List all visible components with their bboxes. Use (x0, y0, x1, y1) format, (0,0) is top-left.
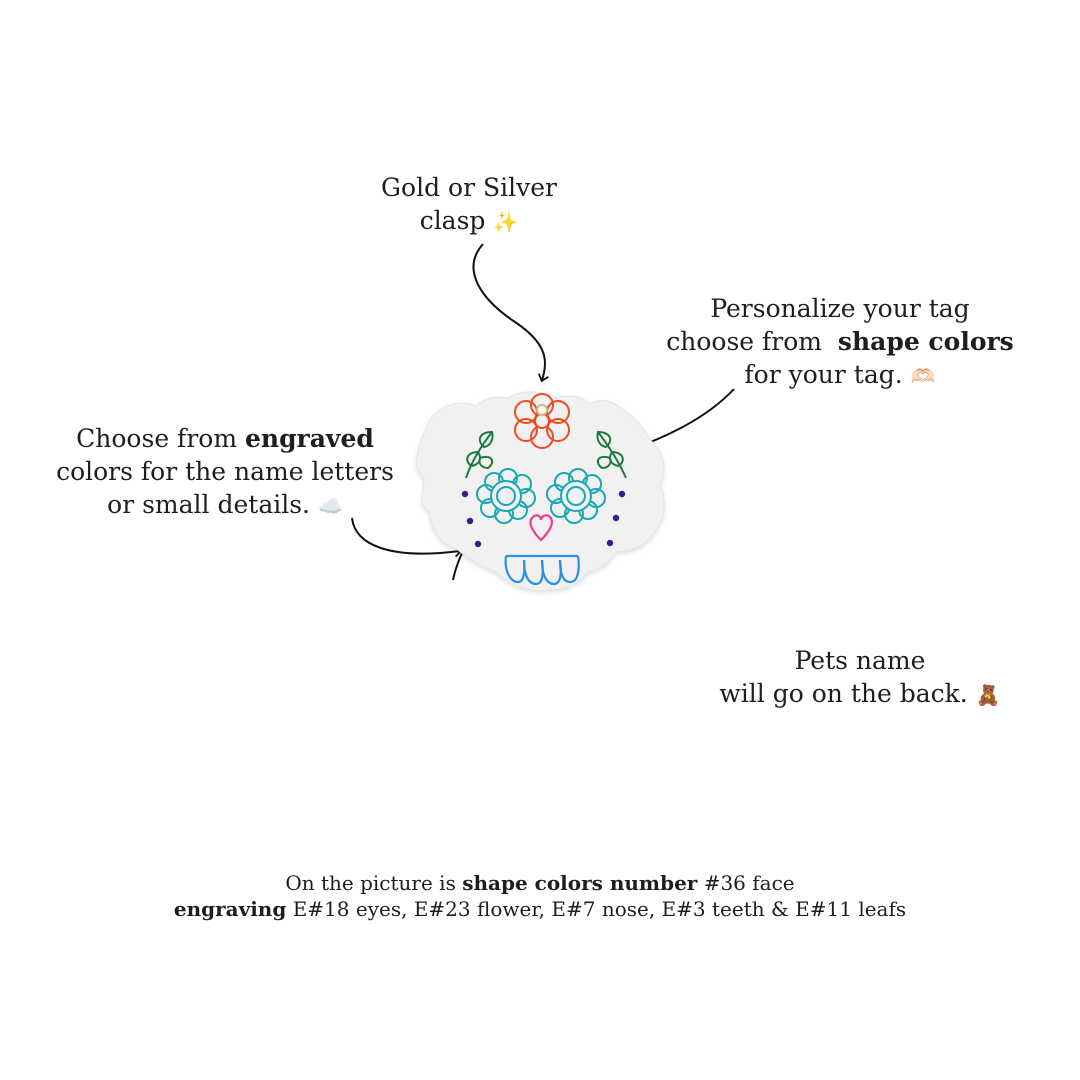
engraved-note: Choose from engraved colors for the name… (40, 422, 410, 523)
clasp-arrow (472, 243, 549, 383)
caption-line1-prefix: On the picture is (285, 871, 456, 895)
clasp-note-line1: Gold or Silver (381, 173, 557, 202)
engraved-note-text: or small details. (107, 490, 310, 519)
teeth-engraving (504, 554, 580, 586)
back-note-line1: Pets name (794, 646, 926, 675)
shape-colors-note-text: for your tag. (744, 360, 903, 389)
caption-line2-suffix: E#18 eyes, E#23 flower, E#7 nose, E#3 te… (292, 897, 907, 921)
shape-colors-note-prefix: choose from (666, 327, 822, 356)
engraved-note-line3: or small details. ☁️ (40, 488, 410, 523)
heart-hands-icon: 🫶🏻 (910, 364, 936, 388)
caption-line1-suffix: #36 face (703, 871, 795, 895)
cheek-dots (461, 490, 626, 548)
back-note-text: will go on the back. (719, 679, 968, 708)
clasp-note: Gold or Silver clasp ✨ (339, 171, 599, 239)
back-note: Pets name will go on the back. 🧸 (700, 644, 1020, 712)
back-note-line2: will go on the back. 🧸 (700, 677, 1020, 712)
right-eye-engraving (546, 468, 606, 524)
shape-colors-note-line3: for your tag. 🫶🏻 (640, 358, 1040, 393)
caption-line2: engraving E#18 eyes, E#23 flower, E#7 no… (100, 896, 980, 922)
engraved-arrow (351, 517, 463, 558)
caption-line2-bold: engraving (173, 897, 287, 921)
nose-engraving (529, 514, 553, 542)
shape-colors-note-line1: Personalize your tag (710, 294, 970, 323)
clasp-hole (536, 404, 548, 416)
clasp-note-text: clasp (419, 206, 486, 235)
shape-colors-note: Personalize your tag choose from shape c… (640, 292, 1040, 393)
engraved-note-line1: Choose from engraved (40, 422, 410, 455)
cloud-icon: ☁️ (317, 494, 343, 518)
tag-face-shape (416, 391, 665, 591)
shape-colors-note-bold: shape colors (837, 327, 1014, 356)
caption-line1: On the picture is shape colors number #3… (100, 870, 980, 896)
left-eye-engraving (476, 468, 536, 524)
shape-colors-note-line2: choose from shape colors (640, 325, 1040, 358)
sparkles-icon: ✨ (493, 210, 519, 234)
right-leaf-engraving (596, 430, 627, 479)
engraved-note-prefix: Choose from (76, 424, 238, 453)
engraved-note-line2: colors for the name letters (56, 457, 394, 486)
caption-line1-bold: shape colors number (462, 871, 698, 895)
teddy-bear-icon: 🧸 (975, 683, 1001, 707)
engraved-arrow-tail (452, 552, 463, 581)
skull-tag (416, 391, 665, 591)
left-leaf-engraving (465, 430, 494, 479)
clasp-note-line2: clasp ✨ (339, 204, 599, 239)
picture-caption: On the picture is shape colors number #3… (100, 870, 980, 922)
engraved-note-bold: engraved (244, 424, 374, 453)
